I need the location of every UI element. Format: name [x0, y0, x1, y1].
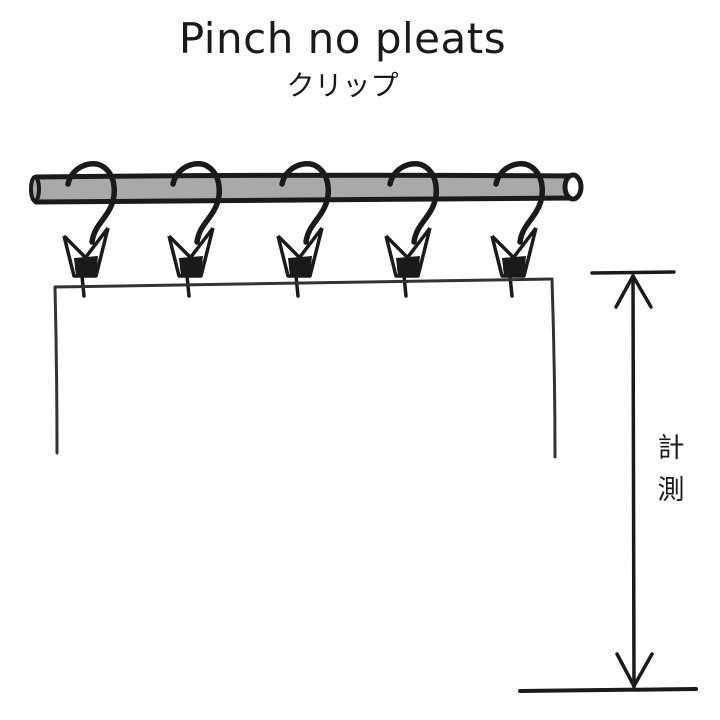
clip-jaw: [502, 256, 526, 276]
measure-line: [631, 274, 636, 689]
curtain-rod: [29, 172, 584, 205]
curtain-panel: [53, 277, 557, 459]
measurement-indicator: [518, 270, 698, 693]
clip-jaw: [396, 256, 420, 276]
hooks-group: [62, 161, 545, 298]
s-hook-icon: [387, 161, 439, 245]
clip-tip: [294, 274, 300, 298]
hook-clip-4: [384, 161, 439, 298]
arrow-up-icon: [614, 274, 653, 309]
hook-clip-2: [167, 161, 222, 298]
hook-clip-1: [62, 161, 117, 298]
diagram-title: Pinch no pleats: [178, 14, 507, 63]
clip-jaw: [179, 256, 203, 276]
clip-jaw: [288, 256, 312, 276]
measurement-label: 計 測: [654, 428, 688, 512]
hook-clip-3: [276, 161, 331, 298]
s-hook-icon: [493, 161, 545, 245]
clip-tip: [402, 274, 408, 298]
s-hook-icon: [65, 161, 117, 245]
arrow-down-icon: [615, 652, 654, 688]
s-hook-icon: [170, 161, 222, 245]
s-hook-icon: [279, 161, 331, 245]
diagram-subtitle: クリップ: [286, 69, 399, 102]
floor-line: [518, 687, 698, 693]
top-reference-line: [590, 270, 676, 275]
hook-clip-5: [490, 161, 545, 298]
clip-jaw: [74, 256, 98, 276]
